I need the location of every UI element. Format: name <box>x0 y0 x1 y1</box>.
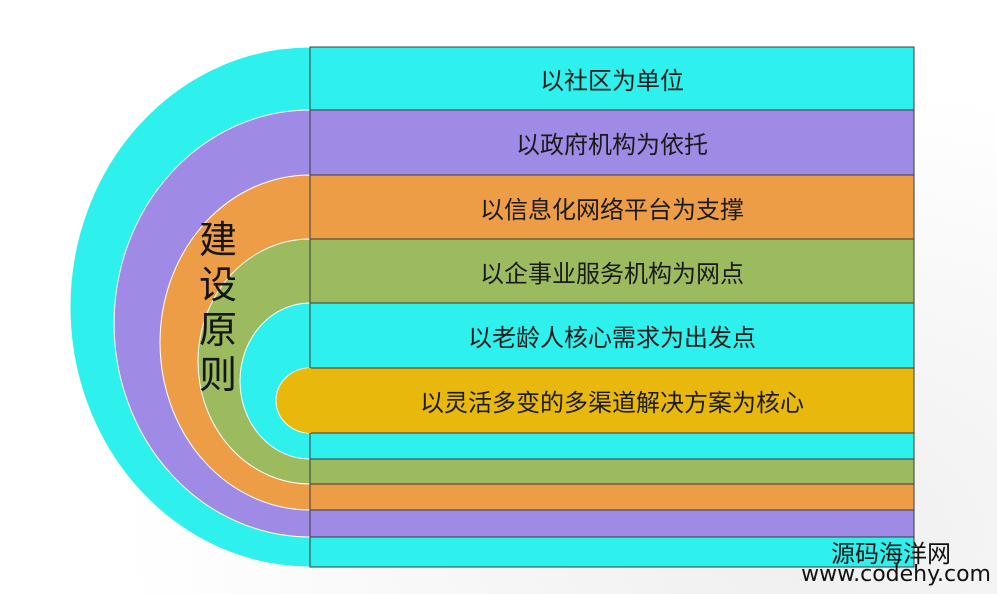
principle-label-5: 以老龄人核心需求为出发点 <box>468 323 756 352</box>
lower-band-1 <box>309 536 915 568</box>
watermark-url: www.codehy.com <box>801 562 991 587</box>
principle-band-3 <box>309 174 915 240</box>
principle-label-4: 以企事业服务机构为网点 <box>480 259 744 288</box>
inner-band-cap <box>277 368 311 433</box>
title-char-1: 建 <box>198 218 237 262</box>
principle-band-1 <box>309 46 915 111</box>
principle-label-6: 以灵活多变的多渠道解决方案为核心 <box>420 388 804 417</box>
principle-band-5 <box>309 302 915 369</box>
lower-band-4 <box>309 458 915 485</box>
principle-label-1: 以社区为单位 <box>540 66 684 95</box>
principle-band-4 <box>309 238 915 304</box>
principle-label-3: 以信息化网络平台为支撑 <box>480 195 744 224</box>
title-char-4: 则 <box>198 353 237 397</box>
vertical-title: 建 设 原 则 <box>194 218 242 398</box>
lower-band-5 <box>309 432 915 460</box>
lower-band-3 <box>309 483 915 511</box>
title-char-2: 设 <box>198 263 237 307</box>
lower-band-2 <box>309 509 915 538</box>
principle-label-2: 以政府机构为依托 <box>516 130 708 159</box>
title-char-3: 原 <box>198 308 237 352</box>
watermark-site-name: 源码海洋网 <box>831 540 951 568</box>
principle-band-2 <box>309 109 915 176</box>
